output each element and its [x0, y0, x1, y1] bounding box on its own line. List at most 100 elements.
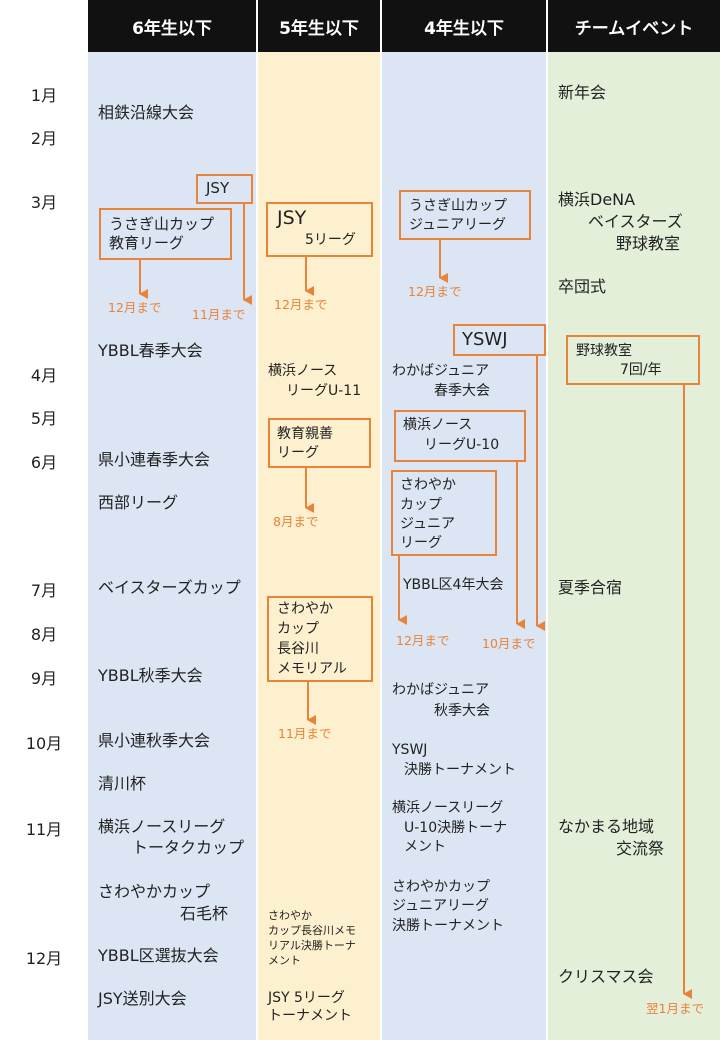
note-until-next-january: 翌1月まで — [646, 1001, 704, 1016]
event-sotetsu: 相鉄沿線大会 — [98, 103, 195, 122]
event-dena: 横浜DeNA — [558, 190, 636, 209]
month-label: 11月 — [25, 820, 63, 839]
kyoiku-box — [268, 418, 371, 468]
usagi-junior-box — [399, 190, 531, 240]
sawayaka-junior-box — [391, 470, 497, 556]
event-summer-camp: 夏季合宿 — [558, 578, 623, 597]
baseball-school-box — [566, 335, 700, 385]
event-north-u10-2: リーグU-10 — [424, 437, 500, 453]
note-until-november: 11月まで — [278, 726, 332, 741]
event-hasegawa-final-4: メント — [268, 954, 301, 967]
event-league: リーグ — [400, 535, 442, 551]
note-until-october: 10月まで — [482, 636, 536, 651]
event-nakamaru: なかまる地域 — [558, 817, 655, 836]
month-label: 8月 — [30, 625, 58, 644]
event-north-u10-final-2: U-10決勝トーナ — [404, 820, 508, 836]
event-baseball-school: 野球教室 — [576, 343, 632, 359]
event-jsy: JSY — [206, 179, 230, 197]
event-ybbl-4th-grade: YBBL区4年大会 — [403, 577, 504, 593]
month-label: 1月 — [30, 86, 58, 105]
month-label: 10月 — [25, 734, 63, 753]
event-totaku-cup: トータクカップ — [132, 838, 245, 857]
month-label: 2月 — [30, 129, 58, 148]
jsy-box — [196, 174, 253, 204]
month-label: 5月 — [30, 409, 58, 428]
event-hasegawa-final-2: カップ長谷川メモ — [268, 924, 356, 937]
event-cup: カップ — [277, 621, 319, 637]
event-kyoiku-shinzen: 教育親善 — [277, 426, 333, 442]
event-ken-spring: 県小連春季大会 — [98, 450, 211, 469]
jsy5-box — [266, 202, 373, 257]
header-grade4: 4年生以下 — [382, 0, 546, 52]
event-baystars-cup: ベイスターズカップ — [98, 578, 241, 597]
event-new-year: 新年会 — [558, 83, 607, 102]
event-graduation: 卒団式 — [558, 277, 607, 296]
event-kyoiku-league: 教育リーグ — [109, 234, 185, 252]
event-sawayaka: さわやか — [277, 601, 333, 617]
event-jsy: JSY — [277, 207, 307, 229]
event-junior-league: ジュニアリーグ — [409, 217, 507, 233]
event-sawayaka-junior-final-2: ジュニアリーグ — [392, 898, 490, 914]
event-yswj-final-2: 決勝トーナメント — [404, 762, 516, 778]
north-u10-box — [394, 410, 526, 462]
event-jsy5-tournament-2: トーナメント — [268, 1008, 352, 1024]
note-until-december: 12月まで — [108, 300, 162, 315]
event-nakamaru-2: 交流祭 — [616, 839, 665, 858]
event-hasegawa: 長谷川 — [277, 641, 319, 657]
event-hasegawa-final: さわやか — [268, 909, 312, 922]
event-jsy5-tournament: JSY 5リーグ — [268, 990, 345, 1006]
event-wakaba-autumn: わかばジュニア — [392, 682, 490, 698]
event-cup: カップ — [400, 497, 442, 513]
event-yswj-final: YSWJ — [392, 742, 428, 758]
note-until-december: 12月まで — [396, 633, 450, 648]
event-wakaba-autumn-2: 秋季大会 — [434, 703, 490, 719]
usagi-kyoiku-box — [99, 208, 232, 260]
month-label: 7月 — [30, 581, 58, 600]
event-ken-autumn: 県小連秋季大会 — [98, 731, 211, 750]
event-dena-3: 野球教室 — [616, 234, 681, 253]
event-sawayaka-junior-final: さわやかカップ — [392, 879, 490, 895]
event-north-u10: 横浜ノース — [403, 417, 473, 433]
event-baseball-school-2: 7回/年 — [620, 362, 662, 378]
grade5-column-bg — [258, 52, 380, 1040]
event-usagi-cup: うさぎ山カップ — [109, 215, 215, 233]
event-ishige-cup: 石毛杯 — [180, 904, 229, 923]
event-north-league: 横浜ノースリーグ — [98, 817, 226, 836]
event-usagi-cup: うさぎ山カップ — [409, 198, 507, 214]
event-north-u10-final-3: メント — [404, 839, 446, 855]
event-jsy-farewell: JSY送別大会 — [98, 989, 187, 1008]
note-until-december: 12月まで — [274, 297, 328, 312]
event-sawayaka-cup: さわやかカップ — [98, 882, 211, 901]
event-north-u11-2: リーグU-11 — [286, 383, 362, 399]
event-memorial: メモリアル — [277, 661, 347, 677]
event-kiyokawa: 清川杯 — [98, 774, 147, 793]
header-corner — [0, 0, 86, 52]
grade6-column-bg — [88, 52, 256, 1040]
event-north-u10-final: 横浜ノースリーグ — [392, 800, 504, 816]
note-until-august: 8月まで — [273, 514, 319, 529]
event-kyoiku-league: リーグ — [277, 445, 319, 461]
event-sawayaka: さわやか — [400, 477, 456, 493]
team-column-bg — [548, 52, 720, 1040]
event-yswj: YSWJ — [462, 329, 508, 350]
month-label: 3月 — [30, 193, 58, 212]
event-north-u11: 横浜ノース — [268, 363, 338, 379]
month-label: 12月 — [25, 949, 63, 968]
event-ybbl-autumn: YBBL秋季大会 — [98, 666, 203, 685]
event-ybbl-senbatsu: YBBL区選抜大会 — [98, 946, 219, 965]
event-christmas: クリスマス会 — [558, 967, 654, 986]
event-dena-2: ベイスターズ — [588, 212, 683, 231]
grade4-column-bg — [382, 52, 546, 1040]
note-until-december: 12月まで — [408, 284, 462, 299]
note-until-november: 11月まで — [192, 307, 246, 322]
sawayaka-hasegawa-box — [267, 596, 373, 682]
header-grade6: 6年生以下 — [88, 0, 256, 52]
event-hasegawa-final-3: リアル決勝トーナ — [268, 939, 356, 952]
event-ybbl-spring: YBBL春季大会 — [98, 341, 203, 360]
event-wakaba-spring: わかばジュニア — [392, 363, 490, 379]
event-sawayaka-junior-final-3: 決勝トーナメント — [392, 918, 504, 934]
yswj-box — [453, 324, 546, 356]
event-seibu-league: 西部リーグ — [98, 493, 179, 512]
event-jsy-5league: 5リーグ — [305, 232, 356, 248]
